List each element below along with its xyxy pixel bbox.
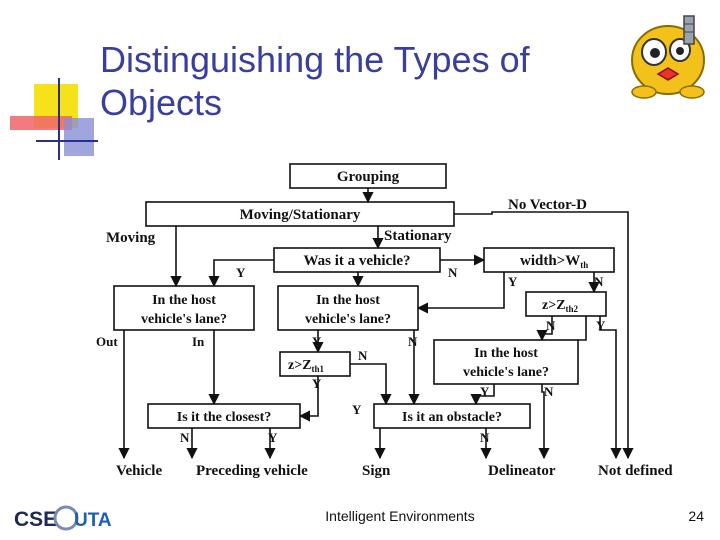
box-is-obstacle — [373, 403, 531, 429]
branch-y: Y — [312, 334, 322, 349]
branch-y: Y — [596, 318, 606, 333]
label-host-lane-2a: In the host — [316, 293, 380, 308]
label-is-closest: Is it the closest? — [177, 410, 272, 425]
footer-center-text: Intelligent Environments — [325, 508, 475, 524]
deco-blue-square — [64, 118, 94, 156]
label-z-th1: z>Zth1 — [288, 358, 325, 374]
label-was-vehicle: Was it a vehicle? — [303, 253, 410, 269]
branch-y: Y — [352, 402, 362, 417]
label-host-lane-1a: In the host — [152, 293, 216, 308]
branch-y: Y — [480, 384, 490, 399]
branch-n: N — [546, 318, 556, 333]
svg-text:CSE: CSE — [14, 508, 57, 531]
branch-y: Y — [268, 430, 278, 445]
label-host-lane-3b: vehicle's lane? — [463, 365, 549, 380]
output-not-defined: Not defined — [598, 463, 673, 479]
branch-n: N — [180, 430, 190, 445]
label-moving: Moving — [106, 230, 156, 246]
output-preceding-vehicle: Preceding vehicle — [196, 463, 308, 479]
branch-y: Y — [508, 274, 518, 289]
label-host-lane-3a: In the host — [474, 346, 538, 361]
box-host-lane-1 — [113, 285, 255, 331]
branch-n: N — [408, 334, 418, 349]
slide-title: Distinguishing the Types of Objects — [100, 39, 530, 123]
branch-n: N — [358, 348, 368, 363]
output-vehicle: Vehicle — [116, 463, 162, 479]
label-grouping: Grouping — [337, 169, 400, 185]
branch-out: Out — [96, 334, 118, 349]
box-host-lane-3 — [433, 339, 579, 385]
robot-mascot-icon — [631, 15, 705, 99]
label-width: width>Wth — [520, 253, 588, 270]
deco-horizontal-line — [36, 140, 98, 142]
branch-y: Y — [236, 265, 246, 280]
flowchart: Grouping Moving/Stationary No Vector-D M… — [96, 163, 673, 479]
label-stationary: Stationary — [384, 228, 452, 244]
branch-n: N — [594, 274, 604, 289]
output-sign: Sign — [362, 463, 391, 479]
label-no-vector-d: No Vector-D — [508, 197, 587, 213]
svg-text:UTA: UTA — [74, 510, 112, 531]
deco-red-bar — [10, 116, 72, 130]
label-host-lane-2b: vehicle's lane? — [305, 312, 391, 327]
branch-n: N — [448, 265, 458, 280]
label-host-lane-1b: vehicle's lane? — [141, 312, 227, 327]
branch-in: In — [192, 334, 205, 349]
label-moving-stationary: Moving/Stationary — [240, 207, 361, 223]
page-number: 24 — [688, 508, 704, 524]
output-delineator: Delineator — [488, 463, 556, 479]
cse-uta-logo: CSE UTA — [14, 505, 112, 531]
label-z-th2: z>Zth2 — [542, 298, 579, 314]
branch-y: Y — [312, 376, 322, 391]
label-is-obstacle: Is it an obstacle? — [402, 410, 502, 425]
branch-n: N — [544, 384, 554, 399]
branch-n: N — [480, 430, 490, 445]
box-z-th2 — [525, 291, 607, 317]
deco-vertical-line — [58, 78, 60, 160]
